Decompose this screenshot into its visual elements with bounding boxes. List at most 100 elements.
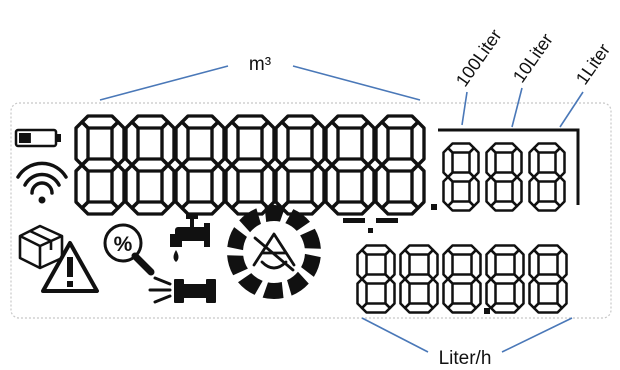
wheel-segment — [300, 228, 321, 249]
leader-lines — [99, 65, 584, 353]
segment-c — [427, 277, 439, 310]
segment-f — [274, 120, 290, 167]
warning-icon — [41, 241, 99, 293]
segment-c — [360, 163, 376, 210]
battery-icon — [14, 128, 61, 148]
lcd-frame — [10, 102, 612, 319]
wheel-segment — [301, 253, 321, 277]
segment-b — [427, 248, 439, 281]
minus-dot — [368, 228, 373, 233]
segment-e — [528, 175, 540, 208]
segment-c — [556, 277, 568, 310]
segment-e — [174, 163, 190, 210]
m3-leader-left — [99, 65, 229, 101]
segment-b — [110, 120, 126, 167]
segment-b — [410, 120, 426, 167]
decimal-digit-2 — [485, 142, 523, 212]
main-digit-3 — [174, 114, 226, 216]
segment-e — [374, 163, 390, 210]
segment-b — [554, 146, 566, 179]
segment-f — [485, 248, 497, 281]
segment-e — [442, 277, 454, 310]
tent-glyph — [252, 232, 296, 272]
segment-b — [468, 146, 480, 179]
segment-c — [260, 163, 276, 210]
segment-c — [210, 163, 226, 210]
segment-e — [224, 163, 240, 210]
wheel-segment — [227, 255, 248, 276]
hundred-liter-label: 100Liter — [452, 26, 506, 91]
segment-f — [74, 120, 90, 167]
minus-segment-2 — [376, 218, 398, 223]
wheel-segment — [239, 208, 261, 233]
segment-c — [110, 163, 126, 210]
flow-digit-1 — [356, 244, 396, 314]
minus-segment-1 — [343, 218, 365, 223]
segment-e — [274, 163, 290, 210]
segment-c — [160, 163, 176, 210]
segment-c — [511, 175, 523, 208]
wheel-segment — [264, 205, 286, 222]
segment-c — [384, 277, 396, 310]
segment-e — [485, 175, 497, 208]
segment-b — [513, 248, 525, 281]
segment-f — [324, 120, 340, 167]
segment-f — [528, 248, 540, 281]
segment-f — [442, 248, 454, 281]
segment-b — [310, 120, 326, 167]
segment-e — [74, 163, 90, 210]
flow-decimal-point — [484, 308, 490, 314]
segment-b — [511, 146, 523, 179]
flow-digit-3 — [442, 244, 482, 314]
wheel-segment — [238, 273, 263, 295]
decimal-bracket — [438, 128, 580, 205]
segment-b — [260, 120, 276, 167]
segment-c — [470, 277, 482, 310]
rotating-wheel-icon — [227, 205, 321, 299]
main-digit-7 — [374, 114, 426, 216]
flow-digit-5 — [528, 244, 568, 314]
segment-c — [468, 175, 480, 208]
package-icon — [18, 224, 64, 270]
segment-e — [124, 163, 140, 210]
one-liter-label: 1Liter — [572, 40, 614, 88]
segment-b — [470, 248, 482, 281]
battery-fill — [19, 133, 31, 143]
segment-f — [124, 120, 140, 167]
decimal-volume-digits — [442, 142, 566, 212]
segment-e — [485, 277, 497, 310]
main-digit-2 — [124, 114, 176, 216]
main-digit-1 — [74, 114, 126, 216]
main-volume-digits — [74, 114, 426, 216]
ten-liter-leader — [511, 87, 523, 128]
hundred-liter-leader — [461, 91, 468, 126]
percent-symbol: % — [114, 233, 133, 256]
segment-e — [442, 175, 454, 208]
segment-e — [324, 163, 340, 210]
decimal-digit-1 — [442, 142, 480, 212]
tap-icon — [170, 214, 210, 262]
flow-digit-4 — [485, 244, 525, 314]
segment-c — [310, 163, 326, 210]
segment-b — [210, 120, 226, 167]
ten-liter-label: 10Liter — [509, 30, 557, 87]
segment-f — [528, 146, 540, 179]
segment-f — [374, 120, 390, 167]
segment-f — [485, 146, 497, 179]
m3-label: m³ — [249, 54, 271, 75]
wheel-segment — [287, 271, 309, 296]
segment-f — [174, 120, 190, 167]
segment-b — [556, 248, 568, 281]
segment-c — [410, 163, 426, 210]
main-digit-6 — [324, 114, 376, 216]
main-digit-4 — [224, 114, 276, 216]
pipe-burst-icon — [148, 276, 216, 304]
wheel-segment — [262, 282, 284, 299]
one-liter-leader — [559, 91, 584, 128]
segment-f — [399, 248, 411, 281]
segment-f — [442, 146, 454, 179]
flow-leader-right — [501, 317, 573, 353]
segment-c — [513, 277, 525, 310]
flow-rate-digits — [356, 244, 568, 314]
flow-leader-left — [361, 317, 429, 353]
